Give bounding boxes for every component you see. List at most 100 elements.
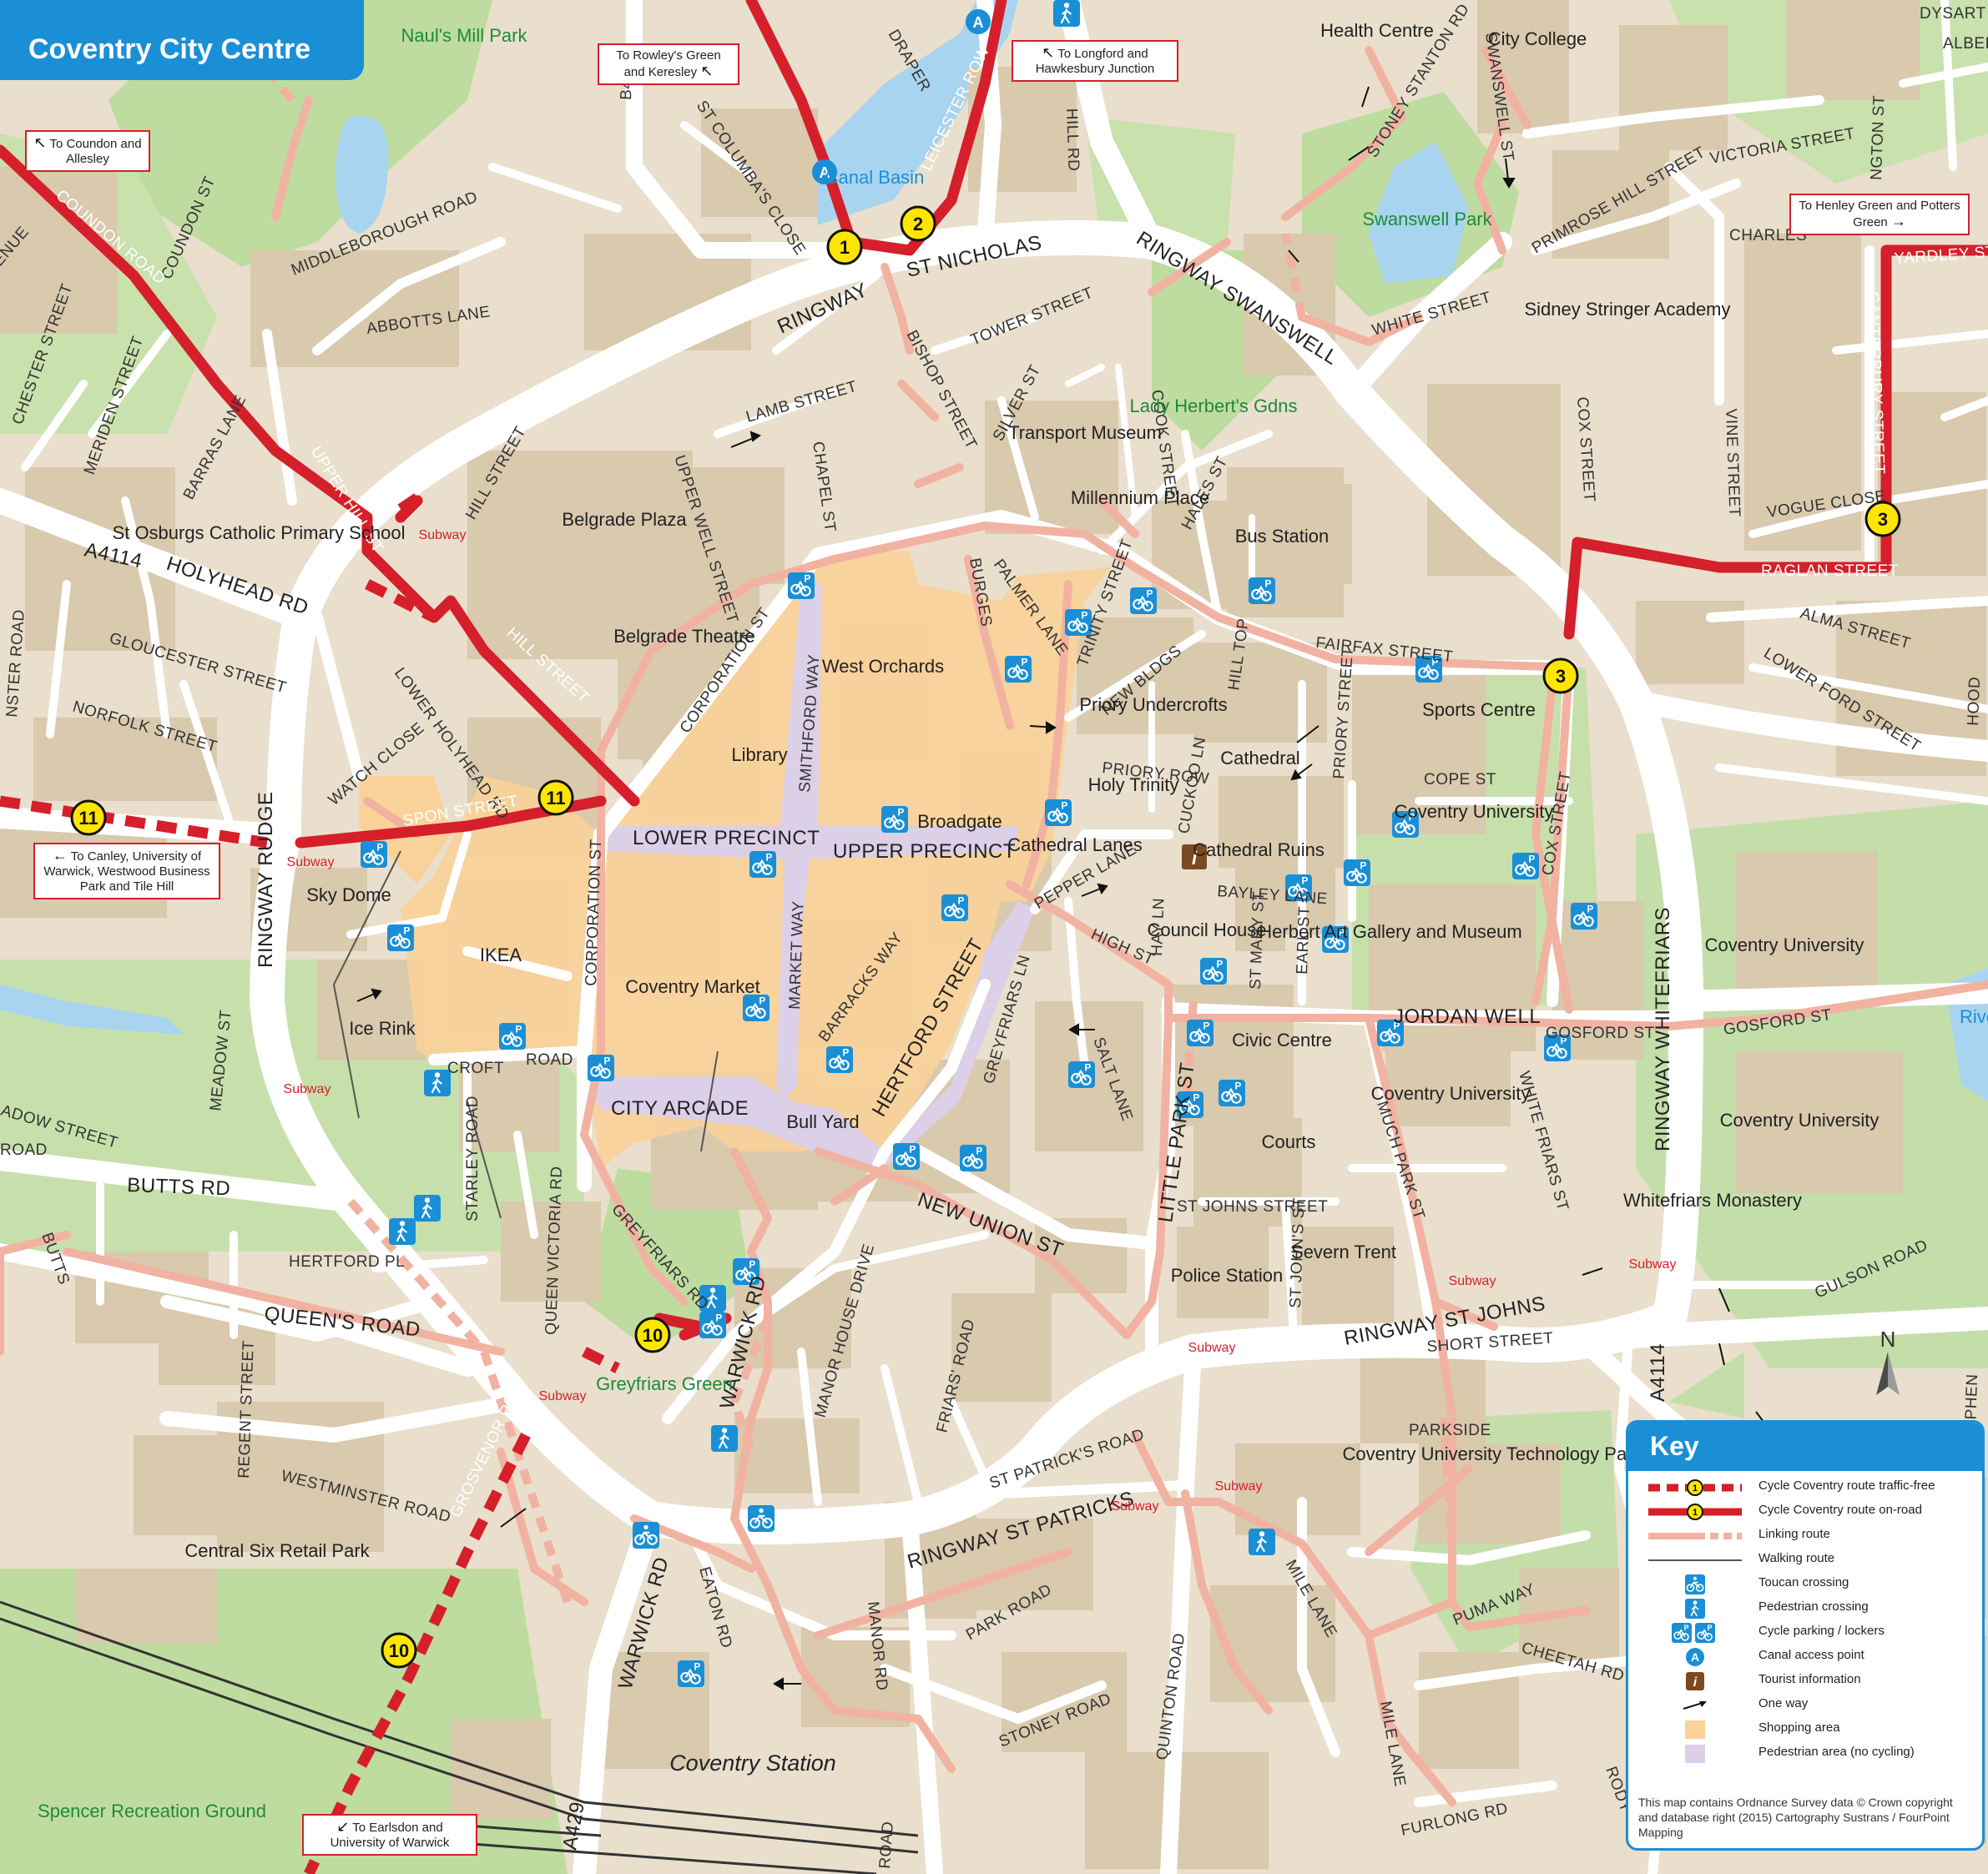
icons: A A i	[361, 0, 1597, 1687]
cycle-parking-icon	[1672, 1623, 1715, 1643]
pedestrian-crossing-icon	[389, 1218, 416, 1245]
cycle-parking-icon	[1249, 577, 1275, 604]
svg-text:Subway: Subway	[287, 855, 335, 869]
svg-text:Subway: Subway	[1112, 1499, 1159, 1514]
shopping-area-swatch	[1685, 1720, 1705, 1739]
cycle-parking-icon	[893, 1143, 920, 1170]
svg-text:ALBER: ALBER	[1943, 35, 1988, 53]
key-title: Key	[1628, 1423, 1982, 1471]
cycle-parking-icon	[1512, 853, 1539, 879]
tourist-information-icon: i	[1686, 1672, 1704, 1690]
tourist-information-icon: i	[1182, 844, 1207, 869]
linking-route-swatch	[1648, 1533, 1742, 1539]
arrow-icon: ↖	[1042, 44, 1055, 61]
svg-text:CHARLES: CHARLES	[1729, 227, 1807, 244]
svg-text:Cathedral Ruins: Cathedral Ruins	[1193, 839, 1324, 860]
svg-text:West Orchards: West Orchards	[822, 656, 944, 677]
svg-text:Naul's Mill Park: Naul's Mill Park	[401, 25, 528, 46]
route-marker-3a: 3	[1864, 501, 1901, 537]
svg-text:Subway: Subway	[539, 1389, 587, 1403]
svg-text:Belgrade Plaza: Belgrade Plaza	[562, 509, 687, 530]
svg-text:UPPER PRECINCT: UPPER PRECINCT	[833, 840, 1016, 863]
cycle-parking-icon	[1130, 587, 1157, 614]
route-marker-3b: 3	[1542, 657, 1579, 694]
svg-text:YARDLEY STREET: YARDLEY STREET	[1894, 240, 1988, 268]
svg-text:Subway: Subway	[284, 1082, 331, 1096]
route-markers: 1 2 3 3 11 11 10 10	[70, 205, 1901, 1669]
svg-text:Council House: Council House	[1147, 919, 1266, 940]
svg-text:HERTFORD PL: HERTFORD PL	[289, 1253, 405, 1271]
svg-text:Cathedral Lanes: Cathedral Lanes	[1007, 834, 1142, 855]
cycle-parking-icon	[1187, 1020, 1213, 1046]
arrow-icon: ↙	[336, 1818, 350, 1835]
svg-text:BUTTS RD: BUTTS RD	[127, 1174, 231, 1200]
svg-text:3: 3	[1556, 666, 1566, 687]
svg-text:HILL RD: HILL RD	[1062, 108, 1082, 171]
key-row-one-way: One way	[1628, 1694, 1982, 1717]
key-row-toucan: Toucan crossing	[1628, 1573, 1982, 1596]
svg-text:Priory Undercrofts: Priory Undercrofts	[1079, 694, 1227, 715]
svg-text:DYSART: DYSART	[1920, 5, 1986, 23]
cycle-parking-icon	[1068, 1061, 1095, 1088]
pedestrian-crossing-icon	[1249, 1529, 1275, 1555]
pedestrian-crossing-icon	[414, 1195, 441, 1222]
svg-text:CROFT: CROFT	[447, 1060, 504, 1077]
svg-text:Cathedral: Cathedral	[1220, 748, 1299, 768]
cycle-parking-icon	[1571, 903, 1597, 929]
route-marker-2: 2	[900, 205, 936, 242]
map-title: Coventry City Centre	[28, 33, 311, 65]
pedestrian-area	[584, 584, 1035, 1168]
one-way-arrow-icon	[1683, 1701, 1707, 1710]
svg-text:A: A	[973, 14, 984, 31]
arrow-icon: ↖	[700, 63, 714, 79]
map-credit: This map contains Ordnance Survey data ©…	[1638, 1796, 1953, 1839]
svg-text:NSTER ROAD: NSTER ROAD	[3, 609, 28, 718]
svg-text:Coventry University: Coventry University	[1395, 801, 1554, 822]
svg-text:EATON RD: EATON RD	[695, 1565, 735, 1650]
svg-text:Holy Trinity: Holy Trinity	[1088, 774, 1179, 795]
svg-text:St Osburgs Catholic Primary Sc: St Osburgs Catholic Primary School	[113, 522, 406, 543]
svg-text:11: 11	[546, 788, 565, 809]
cycle-parking-icon	[499, 1023, 526, 1050]
toucan-crossing-icon	[748, 1505, 775, 1532]
toucan-crossing-icon	[633, 1522, 659, 1549]
north-arrow-icon: N	[1876, 1327, 1900, 1395]
svg-text:PARKSIDE: PARKSIDE	[1409, 1422, 1491, 1439]
cycle-parking-icon	[1045, 799, 1072, 826]
svg-text:Spencer Recreation Ground: Spencer Recreation Ground	[38, 1801, 266, 1821]
key-row-canal: A Canal access point	[1628, 1645, 1982, 1669]
svg-text:Sky Dome: Sky Dome	[306, 884, 391, 905]
pedestrian-area-swatch	[1685, 1745, 1705, 1763]
svg-text:NGTON ST: NGTON ST	[1868, 95, 1889, 180]
cycle-parking-icon	[361, 841, 387, 868]
svg-text:LOWER PRECINCT: LOWER PRECINCT	[633, 827, 820, 849]
svg-text:Transport Museum: Transport Museum	[1008, 422, 1162, 443]
svg-text:COX STREET: COX STREET	[1573, 396, 1598, 503]
svg-text:Civic Centre: Civic Centre	[1232, 1030, 1332, 1050]
svg-text:10: 10	[643, 1325, 663, 1346]
key-row-shopping: Shopping area	[1628, 1718, 1982, 1741]
key-row-tourist: i Tourist information	[1628, 1670, 1982, 1693]
cycle-parking-icon	[881, 806, 908, 833]
cycle-parking-icon	[1344, 859, 1370, 886]
svg-text:Health Centre: Health Centre	[1320, 20, 1434, 41]
destination-canley: ← To Canley, University of Warwick, West…	[33, 843, 220, 899]
route-3	[1563, 244, 1988, 640]
svg-text:A: A	[1691, 1650, 1699, 1664]
svg-text:GLOUCESTER STREET: GLOUCESTER STREET	[108, 630, 289, 698]
key-row-walking: Walking route	[1628, 1549, 1982, 1572]
svg-text:i: i	[1192, 848, 1198, 869]
svg-text:Library: Library	[731, 744, 787, 765]
svg-text:ST JOHN'S ST: ST JOHN'S ST	[1287, 1197, 1309, 1308]
svg-text:ST JOHNS STREET: ST JOHNS STREET	[1177, 1198, 1328, 1216]
route-coundon	[0, 144, 640, 807]
canal-access-icon: A	[812, 159, 837, 184]
svg-text:3: 3	[1878, 509, 1888, 530]
cycle-parking-icon	[941, 894, 968, 921]
svg-text:HOOD: HOOD	[1965, 676, 1984, 726]
svg-text:Coventry University Technology: Coventry University Technology Park	[1342, 1443, 1642, 1464]
route-marker-10b: 10	[381, 1632, 417, 1669]
key-row-pedestrian-area: Pedestrian area (no cycling)	[1628, 1742, 1982, 1766]
cycle-parking-icon	[743, 995, 769, 1021]
